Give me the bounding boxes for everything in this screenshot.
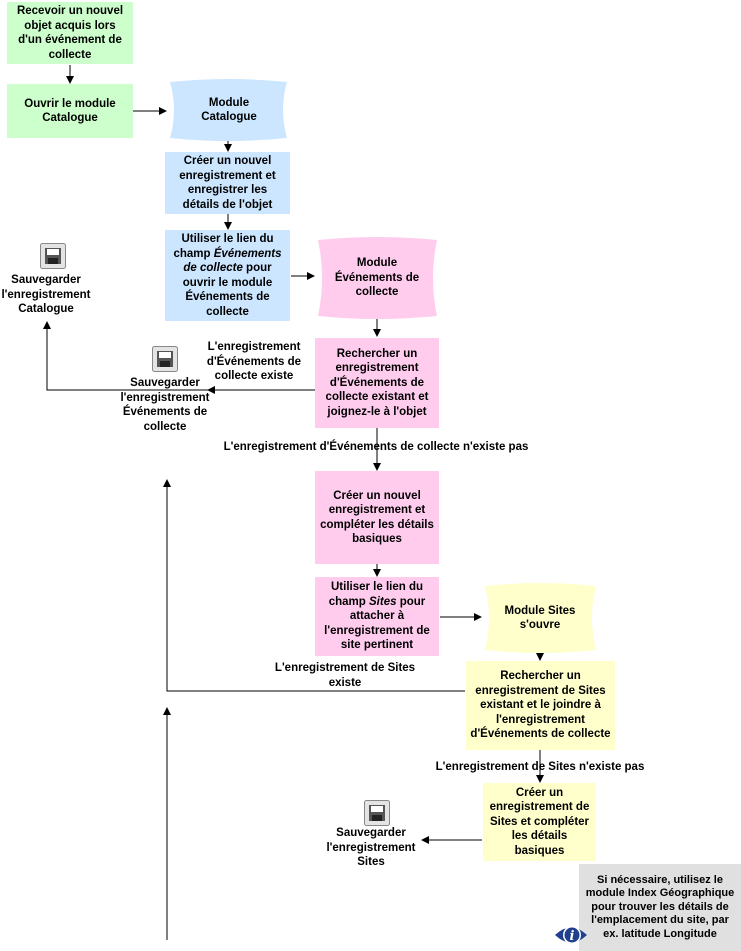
module-catalogue-text: Module Catalogue: [201, 96, 257, 124]
step-create-sites-record: Créer un enregistrement de Sites et comp…: [483, 783, 596, 861]
events-exists-text: L'enregistrement d'Événements de collect…: [206, 341, 302, 382]
step-use-sites-link-text: Utiliser le lien du champ Sites pour att…: [324, 581, 430, 652]
floppy-disk-icon: [152, 346, 178, 372]
step-search-events: Rechercher un enregistrement d'Événement…: [315, 338, 439, 428]
module-sites: Module Sites s'ouvre: [496, 592, 584, 644]
sites-not-exists-text: L'enregistrement de Sites n'existe pas: [435, 761, 645, 773]
step-receive-object: Recevoir un nouvel objet acquis lors d'u…: [7, 2, 133, 64]
module-sites-text: Module Sites s'ouvre: [504, 604, 576, 632]
save-sites-text: Sauvegarder l'enregistrement Sites: [326, 827, 416, 868]
save-catalogue-text: Sauvegarder l'enregistrement Catalogue: [1, 274, 91, 315]
step-use-events-link: Utiliser le lien du champ Événements de …: [165, 230, 290, 321]
step-search-events-text: Rechercher un enregistrement d'Événement…: [325, 347, 429, 418]
step-create-catalogue-record: Créer un nouvel enregistrement et enregi…: [165, 152, 290, 214]
module-catalogue: Module Catalogue: [182, 84, 276, 136]
sites-not-exists-label: L'enregistrement de Sites n'existe pas: [420, 760, 660, 775]
floppy-disk-icon: [364, 800, 390, 826]
note-geographic-index: Si nécessaire, utilisez le module Index …: [579, 864, 741, 951]
sites-exists-label: L'enregistrement de Sites existe: [270, 661, 420, 690]
module-events-shape: [318, 237, 437, 319]
events-exists-label: L'enregistrement d'Événements de collect…: [198, 340, 310, 384]
module-events-text: Module Événements de collecte: [334, 257, 420, 299]
floppy-disk-icon: [40, 243, 66, 269]
svg-text:i: i: [570, 929, 575, 944]
step-create-sites-text: Créer un enregistrement de Sites et comp…: [489, 786, 590, 857]
module-events: Module Événements de collecte: [330, 246, 424, 310]
step-open-catalogue-text: Ouvrir le module Catalogue: [24, 97, 116, 125]
step-search-sites-text: Rechercher un enregistrement de Sites ex…: [470, 670, 611, 741]
save-events-label: Sauvegarder l'enregistrement Événements …: [110, 376, 220, 434]
note-text: Si nécessaire, utilisez le module Index …: [585, 873, 735, 940]
module-sites-shape: [485, 583, 596, 653]
step-create-events-text: Créer un nouvel enregistrement et complé…: [320, 489, 434, 546]
events-not-exists-text: L'enregistrement d'Événements de collect…: [223, 441, 529, 453]
step-receive-text: Recevoir un nouvel objet acquis lors d'u…: [16, 5, 124, 61]
step-use-sites-link: Utiliser le lien du champ Sites pour att…: [315, 577, 439, 656]
module-catalogue-shape: [170, 79, 287, 141]
step-use-events-link-text: Utiliser le lien du champ Événements de …: [173, 233, 282, 318]
step-create-catalogue-text: Créer un nouvel enregistrement et enregi…: [179, 155, 276, 211]
info-eye-icon: i: [555, 926, 587, 944]
step-create-events-record: Créer un nouvel enregistrement et complé…: [315, 471, 439, 564]
save-events-text: Sauvegarder l'enregistrement Événements …: [120, 377, 210, 433]
sites-exists-text: L'enregistrement de Sites existe: [274, 662, 416, 689]
step-search-sites: Rechercher un enregistrement de Sites ex…: [466, 661, 615, 750]
save-catalogue-label: Sauvegarder l'enregistrement Catalogue: [0, 273, 92, 317]
save-sites-label: Sauvegarder l'enregistrement Sites: [320, 826, 422, 870]
events-not-exists-label: L'enregistrement d'Événements de collect…: [200, 440, 552, 455]
step-open-catalogue: Ouvrir le module Catalogue: [7, 84, 133, 138]
